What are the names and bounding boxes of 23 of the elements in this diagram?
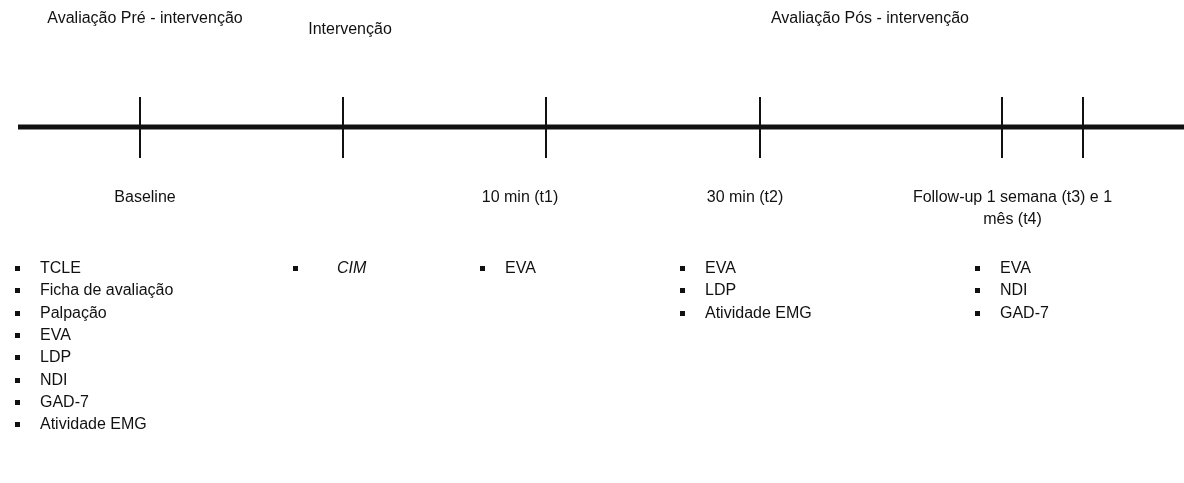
time-point-label: 10 min (t1) [480,187,560,207]
list-item-text: NDI [1000,280,1028,301]
list-item-text: Atividade EMG [40,414,147,435]
list-item-text: TCLE [40,258,81,278]
list-item-text: EVA [705,258,736,278]
list-item-text: EVA [40,324,71,345]
list-item-text: EVA [1000,258,1031,278]
phase-heading: Avaliação Pós - intervenção [769,8,970,28]
list-item-text: EVA [505,258,536,278]
phase-heading: Intervenção [307,19,393,39]
list-item-text: GAD-7 [1000,302,1049,323]
list-item-text: Ficha de avaliação [40,280,174,301]
list-item-text: NDI [40,369,68,390]
list-item-text: Atividade EMG [705,302,812,323]
list-item-text: Palpação [40,302,107,323]
list-item-text: LDP [40,347,72,368]
phase-heading: Avaliação Pré - intervenção [46,8,244,28]
time-point-label: 30 min (t2) [705,187,785,207]
list-item-text: CIM [337,258,367,278]
list-item-text: GAD-7 [40,391,89,412]
time-point-label: Baseline [113,187,177,207]
time-point-label: Follow-up 1 semana (t3) e 1 mês (t4) [911,187,1114,229]
list-item-text: LDP [705,280,737,301]
